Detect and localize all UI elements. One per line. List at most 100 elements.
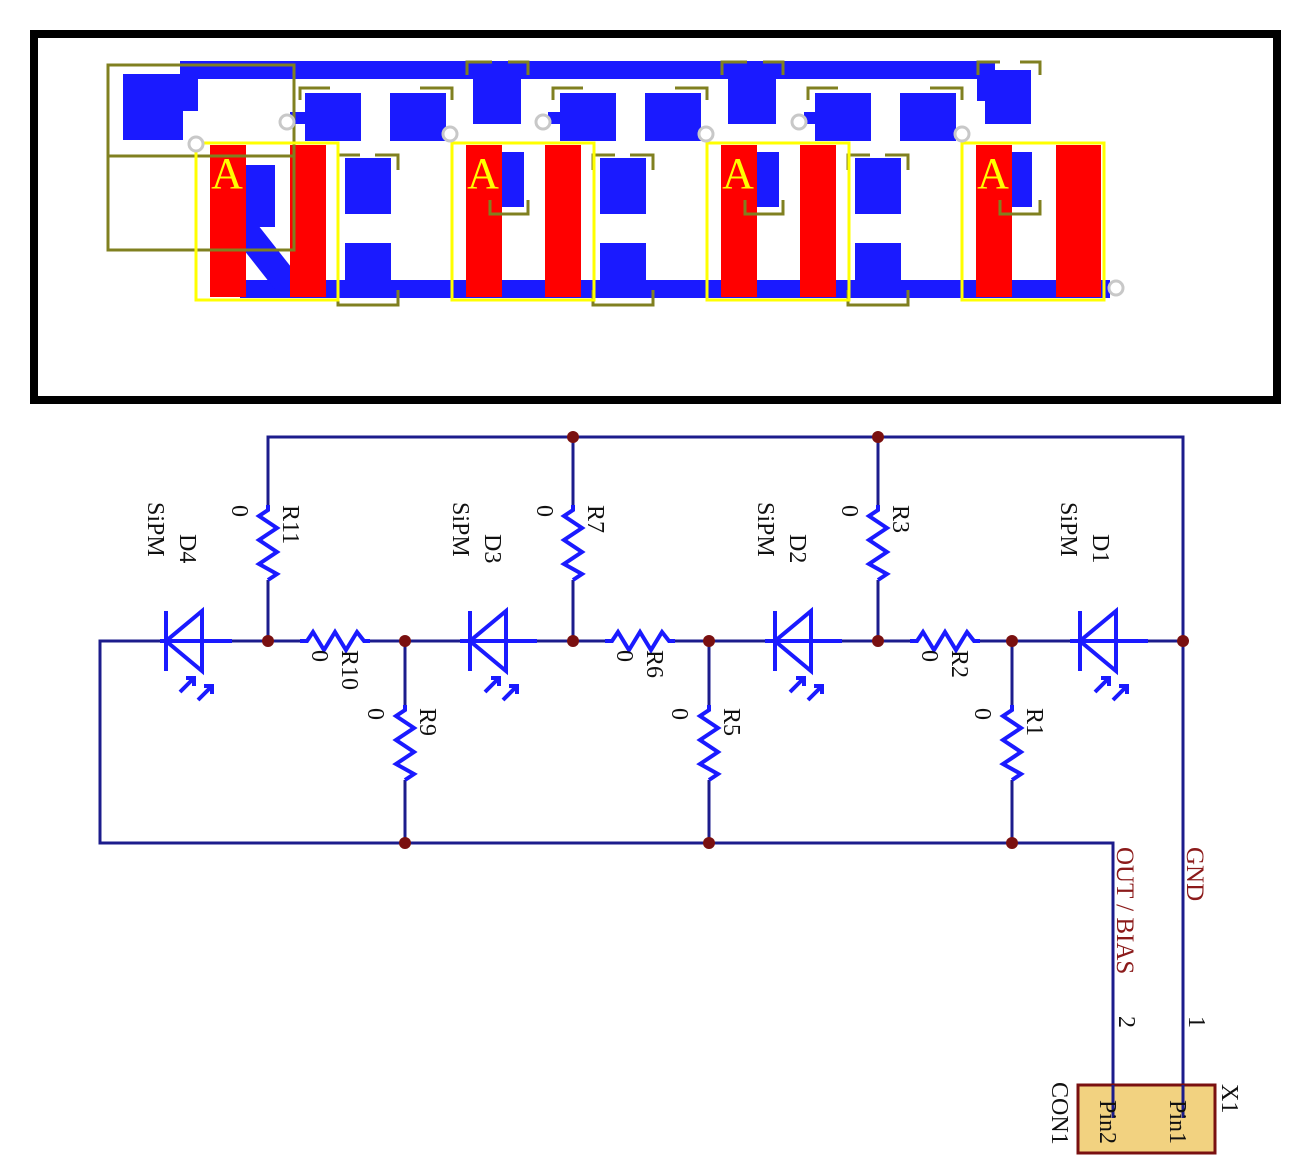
courtyard [743, 200, 785, 216]
net-label-gnd: GND [1181, 847, 1208, 901]
junction [1177, 635, 1189, 647]
strip [290, 145, 326, 297]
resistor-r10-value: 0 [306, 650, 332, 662]
top-trace-diagonal [240, 225, 295, 292]
connector-pin1-label: Pin1 [1164, 1100, 1190, 1144]
anode-marker: A [722, 149, 754, 198]
board-outline [30, 30, 1281, 404]
resistor-r11-symbol [255, 505, 281, 582]
anode-marker: A [977, 149, 1009, 198]
component-labels: D4 SiPM D3 SiPM D2 SiPM D1 SiPM R11 0 R7… [142, 502, 1113, 736]
resistor-r5-ref: R5 [718, 708, 744, 736]
resistor-r7-value: 0 [531, 505, 557, 517]
strip [800, 145, 836, 297]
diode-d1-value: SiPM [1055, 502, 1081, 557]
pad [900, 93, 956, 141]
resistor-symbols [255, 505, 1025, 782]
courtyard [551, 86, 583, 100]
strip [545, 145, 581, 297]
diode-d4-symbol [160, 606, 232, 702]
resistor-r1-symbol [999, 705, 1025, 782]
via [1107, 279, 1125, 297]
wire-out-bias [98, 639, 1115, 1085]
resistor-r10-symbol [300, 628, 370, 654]
pad [600, 243, 646, 291]
net-label-out-bias: OUT / BIAS [1111, 847, 1138, 974]
net-labels: OUT / BIAS GND [1111, 847, 1208, 974]
resistor-r6-symbol [605, 628, 675, 654]
anode-marker: A [211, 149, 243, 198]
diode-d3-symbol [460, 606, 537, 702]
resistor-r9-value: 0 [362, 708, 388, 720]
pad [345, 243, 391, 291]
junction [262, 635, 274, 647]
junction [872, 431, 884, 443]
diode-d1-symbol [1070, 606, 1148, 702]
junction [872, 635, 884, 647]
pad [1010, 152, 1032, 207]
top-trace-left-drop [180, 61, 198, 111]
courtyard [375, 153, 400, 170]
resistor-r11-value: 0 [226, 505, 252, 517]
junction [399, 635, 411, 647]
courtyard [465, 60, 492, 75]
courtyard [675, 86, 709, 100]
wires [98, 435, 1185, 1085]
courtyard [508, 60, 530, 75]
bottom-copper-strips [210, 145, 1101, 297]
diode-d3-ref: D3 [479, 534, 505, 563]
strip [976, 145, 1012, 297]
junction [1006, 635, 1018, 647]
pad [728, 66, 776, 124]
pad [305, 93, 361, 141]
pad [500, 152, 524, 207]
courtyard [298, 86, 330, 100]
junctions [262, 431, 1189, 849]
connector-body [1076, 1083, 1217, 1155]
resistor-r9-symbol [392, 705, 418, 782]
pad [755, 152, 779, 207]
courtyard [488, 200, 530, 216]
strip [466, 145, 502, 297]
courtyard [763, 60, 785, 75]
wire-gnd [266, 435, 1185, 1085]
junction [703, 635, 715, 647]
diode-symbols [160, 606, 1148, 702]
via [953, 125, 971, 143]
resistor-r3-value: 0 [836, 505, 862, 517]
courtyard [998, 200, 1042, 216]
top-copper-pads [123, 66, 1032, 291]
via [441, 125, 459, 143]
diode-d4-ref: D4 [174, 534, 200, 563]
connector-pin2-label: Pin2 [1094, 1100, 1120, 1144]
resistor-r2-value: 0 [916, 650, 942, 662]
via [278, 113, 296, 131]
via [534, 113, 552, 131]
courtyard [976, 60, 1000, 75]
courtyard [885, 153, 910, 170]
via [187, 135, 205, 153]
vias [187, 113, 1125, 297]
resistor-r2-symbol [910, 628, 980, 654]
junction [703, 837, 715, 849]
schematic-panel: D4 SiPM D3 SiPM D2 SiPM D1 SiPM R11 0 R7… [0, 410, 1309, 1166]
pad [815, 93, 871, 141]
connector-pin1-number: 1 [1183, 1016, 1209, 1028]
diode-d2-ref: D2 [784, 534, 810, 563]
resistor-r6-value: 0 [611, 650, 637, 662]
resistor-r6-ref: R6 [641, 650, 667, 678]
resistor-r11-ref: R11 [277, 505, 303, 544]
via [697, 125, 715, 143]
resistor-r1-ref: R1 [1021, 708, 1047, 736]
courtyard [630, 153, 655, 170]
connector-x1 [1076, 1083, 1217, 1155]
resistor-r10-ref: R10 [336, 650, 362, 690]
strip [721, 145, 757, 297]
junction [399, 837, 411, 849]
diode-silkscreen [450, 141, 596, 302]
connector-ref: X1 [1216, 1084, 1242, 1113]
pad [855, 158, 901, 214]
pad [390, 93, 446, 141]
resistor-r7-ref: R7 [582, 505, 608, 533]
resistor-r1-value: 0 [969, 708, 995, 720]
